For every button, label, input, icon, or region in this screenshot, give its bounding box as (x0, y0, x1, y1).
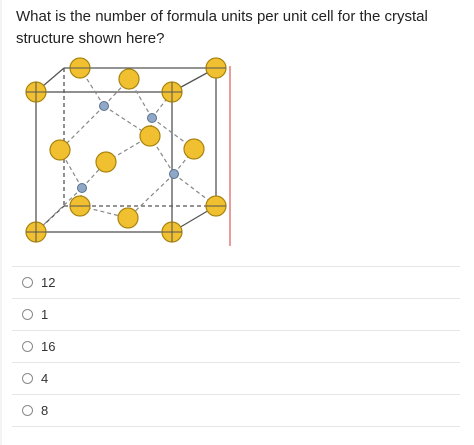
answer-option-12[interactable]: 12 (12, 267, 460, 299)
crystal-structure-figure (25, 57, 231, 246)
answer-option-1[interactable]: 1 (12, 299, 460, 331)
radio-button-icon[interactable] (22, 277, 33, 288)
answer-option-16[interactable]: 16 (12, 331, 460, 363)
answer-option-4[interactable]: 4 (12, 363, 460, 395)
small-atom (99, 101, 109, 111)
answer-choices: 12 1 16 4 8 (12, 266, 460, 427)
radio-button-icon[interactable] (22, 373, 33, 384)
large-atom (49, 139, 71, 161)
large-atom (117, 207, 139, 229)
large-atom (95, 151, 117, 173)
small-atom (147, 113, 157, 123)
corner-atom-crosslines (26, 67, 226, 242)
small-atom (169, 169, 179, 179)
large-atom (139, 125, 161, 147)
small-atoms (77, 101, 179, 193)
small-atom (77, 183, 87, 193)
question-text: What is the number of formula units per … (16, 8, 428, 47)
large-atom (183, 138, 205, 160)
answer-label: 4 (41, 371, 49, 386)
radio-button-icon[interactable] (22, 309, 33, 320)
answer-label: 16 (41, 339, 56, 354)
answer-label: 12 (41, 275, 56, 290)
radio-button-icon[interactable] (22, 405, 33, 416)
left-border (0, 0, 2, 445)
unit-cell-front-face (35, 91, 173, 233)
large-atom (118, 68, 140, 90)
radio-button-icon[interactable] (22, 341, 33, 352)
answer-label: 8 (41, 403, 49, 418)
answer-label: 1 (41, 307, 49, 322)
answer-option-8[interactable]: 8 (12, 395, 460, 427)
